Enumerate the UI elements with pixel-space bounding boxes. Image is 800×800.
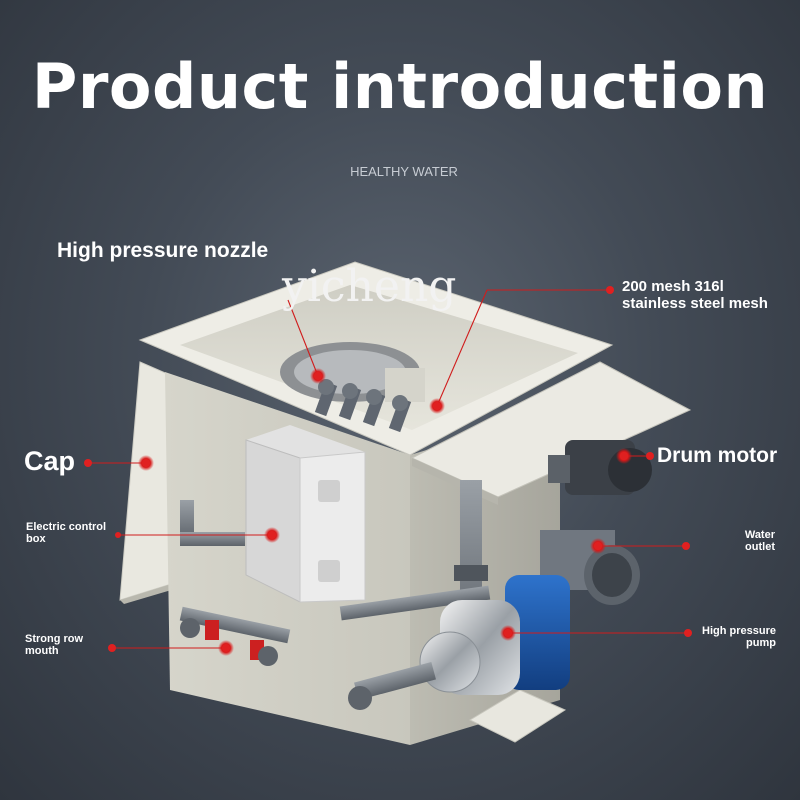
page-title: Product introduction bbox=[31, 50, 769, 123]
high-pressure-pump bbox=[348, 575, 570, 710]
marker-dot-icon bbox=[142, 459, 150, 467]
marker-dot-icon bbox=[84, 459, 92, 467]
label-drum-motor: Drum motor bbox=[657, 444, 778, 467]
leader-lines bbox=[88, 289, 688, 649]
marker-dot-icon bbox=[314, 372, 322, 380]
tagline: HEALTHY WATER bbox=[350, 164, 458, 179]
marker-dot-icon bbox=[682, 542, 690, 550]
marker-dot-icon bbox=[606, 286, 614, 294]
label-pump: High pressure pump bbox=[702, 625, 776, 649]
marker-dot-icon bbox=[646, 452, 654, 460]
marker-dot-icon bbox=[684, 629, 692, 637]
marker-dot-icon bbox=[222, 644, 230, 652]
marker-dot-icon bbox=[620, 452, 628, 460]
marker-dot-icon bbox=[108, 644, 116, 652]
label-inlet: Strong row mouth bbox=[25, 633, 84, 657]
label-nozzle: High pressure nozzle bbox=[57, 239, 269, 262]
marker-dot-icon bbox=[268, 531, 276, 539]
watermark: yicheng bbox=[282, 261, 457, 312]
marker-dot-icon bbox=[433, 402, 441, 410]
marker-dot-icon bbox=[594, 542, 602, 550]
marker-dots bbox=[84, 286, 692, 656]
label-mesh: 200 mesh 316l stainless steel mesh bbox=[622, 278, 768, 312]
label-water-outlet: Water outlet bbox=[744, 529, 775, 553]
label-cap: Cap bbox=[24, 446, 76, 476]
label-control-box: Electric control box bbox=[26, 521, 107, 545]
control-box bbox=[245, 425, 366, 603]
marker-dot-icon bbox=[504, 629, 512, 637]
marker-dot-icon bbox=[115, 532, 121, 538]
nozzle-row bbox=[314, 379, 412, 433]
